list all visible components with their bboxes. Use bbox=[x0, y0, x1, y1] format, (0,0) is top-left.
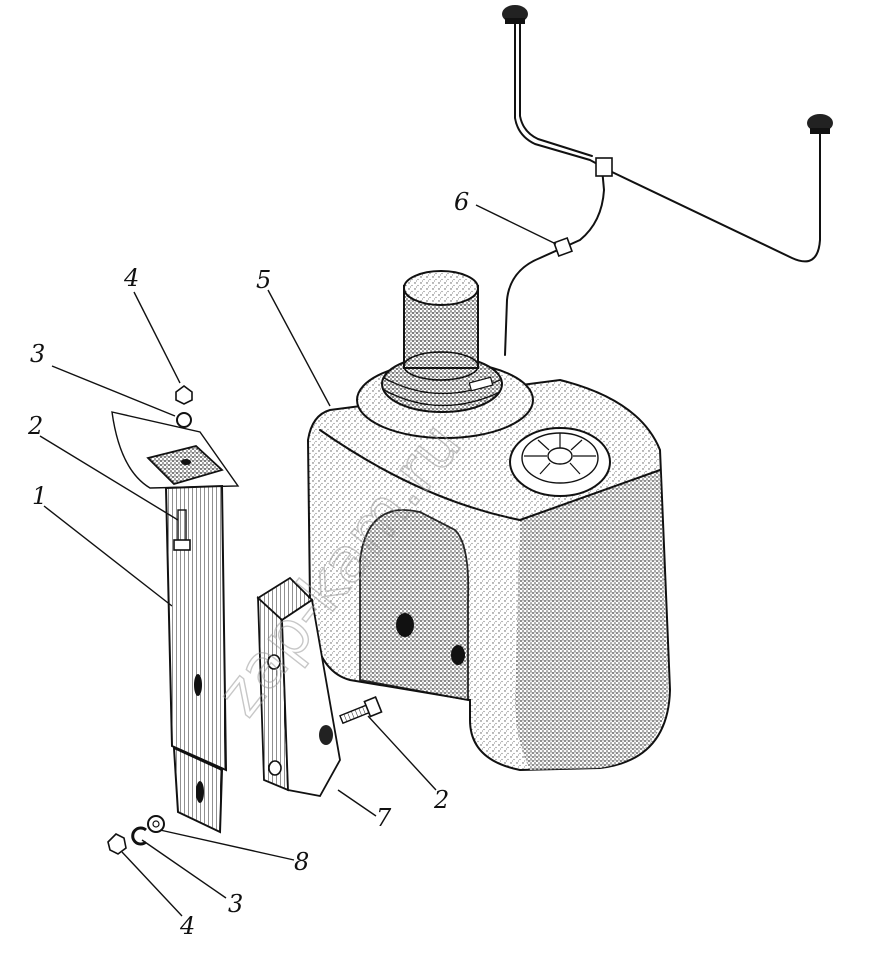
spring-washer-upper bbox=[176, 412, 192, 428]
callout-3-top: 3 bbox=[30, 340, 45, 368]
hose-clamp bbox=[553, 237, 573, 257]
callout-2-top: 2 bbox=[27, 412, 43, 440]
bolt-upper bbox=[173, 509, 191, 551]
spacer-block bbox=[256, 576, 341, 798]
callout-7: 7 bbox=[376, 804, 392, 832]
sprayer-nozzle-right bbox=[807, 114, 833, 132]
nut-upper bbox=[175, 385, 193, 405]
leader-lines bbox=[39, 204, 557, 917]
callout-6: 6 bbox=[454, 188, 469, 216]
callout-2-bottom: 2 bbox=[433, 786, 449, 814]
sprayer-tubing-assembly bbox=[502, 5, 833, 356]
callout-3-bottom: 3 bbox=[228, 890, 243, 918]
callout-5: 5 bbox=[256, 266, 271, 294]
tee-connector bbox=[595, 157, 613, 177]
nut-lower bbox=[107, 833, 127, 855]
callout-1: 1 bbox=[32, 482, 47, 510]
mounting-bracket bbox=[111, 411, 240, 834]
callout-8: 8 bbox=[294, 848, 309, 876]
bracket-top-plate bbox=[146, 445, 224, 486]
callout-4-bottom: 4 bbox=[179, 912, 195, 940]
mounting-hole bbox=[396, 613, 414, 637]
bolt-lower bbox=[339, 696, 383, 725]
spring-washer-lower bbox=[131, 826, 147, 846]
callout-4-top: 4 bbox=[123, 264, 139, 292]
washer-reservoir bbox=[306, 270, 672, 772]
